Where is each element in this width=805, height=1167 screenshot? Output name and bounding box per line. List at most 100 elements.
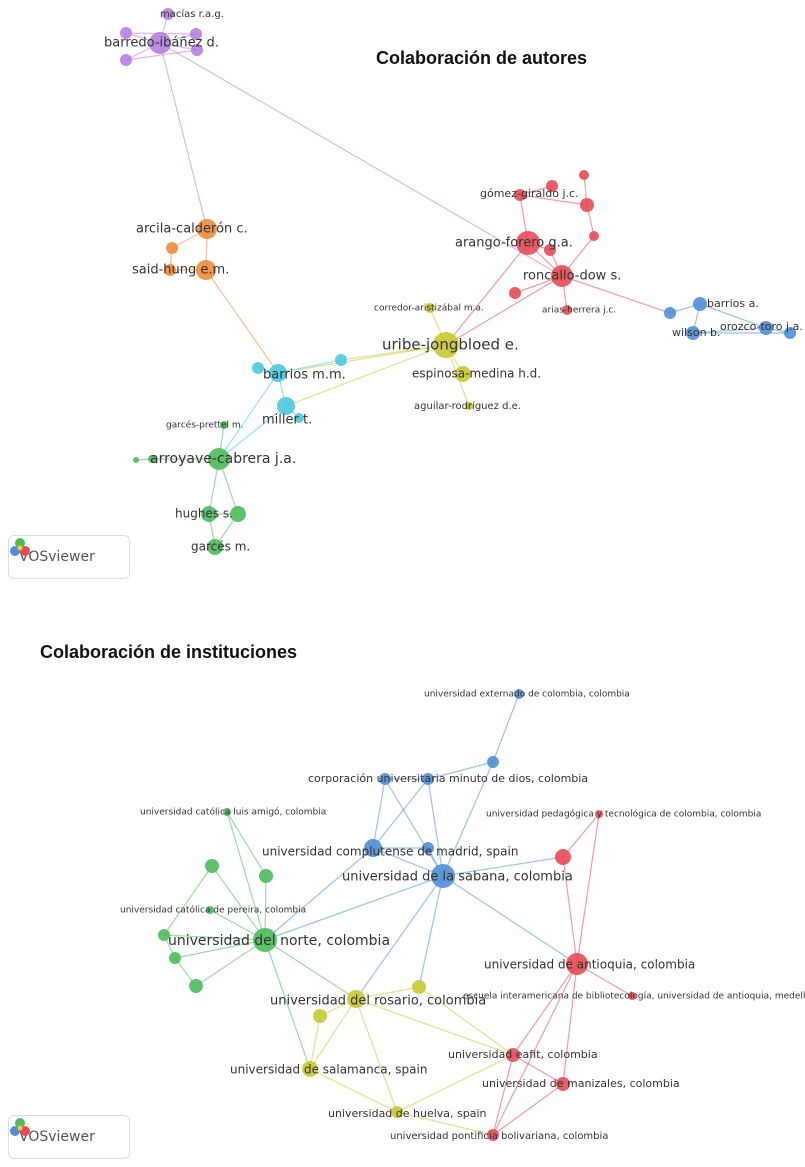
institution-node-huelva[interactable] — [391, 1106, 403, 1118]
author-label-corredor: corredor-aristizábal m.a. — [374, 304, 484, 314]
institution-link — [195, 939, 266, 987]
author-link — [277, 344, 447, 374]
author-node-espinosa[interactable] — [455, 366, 471, 382]
institution-link — [264, 875, 444, 941]
author-node-r6[interactable] — [544, 244, 556, 256]
institution-node-bl3[interactable] — [422, 842, 434, 854]
author-node-g3[interactable] — [230, 506, 246, 522]
institution-node-rosario[interactable] — [347, 990, 365, 1008]
author-node-or1[interactable] — [166, 242, 178, 254]
institution-node-salamanca[interactable] — [302, 1061, 318, 1077]
institution-node-pedagogica[interactable] — [595, 810, 603, 818]
institution-node-externado[interactable] — [514, 689, 524, 699]
institution-link — [226, 811, 266, 941]
author-node-r1[interactable] — [580, 198, 594, 212]
institution-label-huelva: universidad de huelva, spain — [328, 1107, 487, 1120]
institution-node-pereira[interactable] — [206, 906, 214, 914]
author-link — [159, 42, 563, 277]
institution-link — [492, 693, 520, 763]
author-node-macias[interactable] — [162, 8, 174, 20]
author-node-r2[interactable] — [579, 170, 589, 180]
author-node-arroyave[interactable] — [208, 448, 230, 470]
author-node-roncallo[interactable] — [551, 265, 573, 287]
institution-link — [226, 811, 267, 877]
institution-label-amigo: universidad católica luis amigó, colombi… — [140, 807, 326, 818]
institution-link — [427, 761, 494, 780]
institution-node-minuto[interactable] — [379, 773, 391, 785]
author-node-g2[interactable] — [148, 455, 156, 463]
institution-node-complutense[interactable] — [364, 839, 382, 857]
author-node-c3[interactable] — [294, 413, 304, 423]
author-node-garces[interactable] — [207, 539, 223, 555]
author-node-barriosa[interactable] — [693, 297, 707, 311]
author-node-c1[interactable] — [252, 362, 264, 374]
author-node-r5[interactable] — [509, 287, 521, 299]
author-label-arango: arango-forero g.a. — [455, 236, 573, 251]
author-node-pu1[interactable] — [120, 27, 132, 39]
institution-node-norte[interactable] — [253, 928, 277, 952]
author-node-arango[interactable] — [516, 231, 540, 255]
institution-node-gr5[interactable] — [189, 979, 203, 993]
institution-node-ye2[interactable] — [313, 1009, 327, 1023]
institution-node-bolivariana[interactable] — [487, 1129, 499, 1141]
author-label-gomez: gómez-giraldo j.c. — [480, 187, 579, 200]
institution-link — [512, 1054, 564, 1085]
author-node-aguilar[interactable] — [465, 402, 473, 410]
author-node-r4[interactable] — [546, 180, 558, 192]
institution-link — [492, 963, 578, 1136]
institution-link — [562, 963, 578, 1085]
author-node-corredor[interactable] — [425, 303, 435, 313]
author-node-gomez[interactable] — [514, 189, 526, 201]
author-label-garcesp: garcés-prettel m. — [166, 420, 244, 431]
author-node-b2[interactable] — [784, 327, 796, 339]
author-node-or2[interactable] — [164, 264, 176, 276]
author-node-uribe[interactable] — [433, 332, 459, 358]
author-node-orozco[interactable] — [759, 321, 773, 335]
author-node-r3[interactable] — [589, 231, 599, 241]
institution-node-gr1[interactable] — [205, 859, 219, 873]
institution-node-amigo[interactable] — [223, 808, 231, 816]
author-node-barredo[interactable] — [149, 32, 171, 54]
author-node-barriosmm[interactable] — [269, 364, 287, 382]
vosviewer-logo: VOSviewer — [8, 1115, 130, 1159]
author-node-g1[interactable] — [133, 457, 139, 463]
institution-label-manizales: universidad de manizales, colombia — [482, 1077, 680, 1090]
institution-network-nodes — [158, 689, 636, 1141]
author-link — [519, 194, 588, 206]
institution-label-eafit: universidad eafit, colombia — [448, 1048, 598, 1061]
author-node-arcila[interactable] — [197, 219, 217, 239]
institution-node-bl2[interactable] — [422, 773, 434, 785]
author-node-ariash[interactable] — [562, 305, 572, 315]
institution-node-gr3[interactable] — [158, 929, 170, 941]
author-link — [445, 275, 563, 346]
author-label-aguilar: aguilar-rodríguez d.e. — [414, 400, 521, 412]
author-node-wilson[interactable] — [686, 326, 700, 340]
institution-node-escuela[interactable] — [628, 992, 636, 1000]
institution-link — [442, 856, 564, 877]
author-link — [125, 49, 198, 61]
institution-node-rd1[interactable] — [555, 849, 571, 865]
institution-node-gr4[interactable] — [169, 952, 181, 964]
author-node-b1[interactable] — [664, 307, 676, 319]
author-node-saidhung[interactable] — [196, 260, 216, 280]
institution-node-gr2[interactable] — [259, 869, 273, 883]
vosviewer-logo: VOSviewer — [8, 535, 130, 579]
author-node-garcesp[interactable] — [220, 421, 228, 429]
author-node-pu2[interactable] — [190, 28, 202, 40]
institution-node-antioquia[interactable] — [566, 953, 588, 975]
author-node-pu3[interactable] — [120, 54, 132, 66]
institution-node-sabana[interactable] — [431, 864, 455, 888]
author-node-miller[interactable] — [277, 397, 295, 415]
institution-node-manizales[interactable] — [556, 1077, 570, 1091]
institution-node-bl1[interactable] — [487, 756, 499, 768]
author-network-nodes — [120, 8, 796, 555]
institution-link — [427, 778, 444, 877]
institution-node-ye1[interactable] — [412, 980, 426, 994]
institution-node-eafit[interactable] — [506, 1048, 520, 1062]
author-node-c2[interactable] — [335, 354, 347, 366]
author-node-pu4[interactable] — [191, 44, 203, 56]
institution-link — [355, 998, 514, 1056]
institution-link — [396, 1054, 514, 1113]
institution-link — [492, 1054, 514, 1136]
author-node-hughes[interactable] — [201, 506, 217, 522]
